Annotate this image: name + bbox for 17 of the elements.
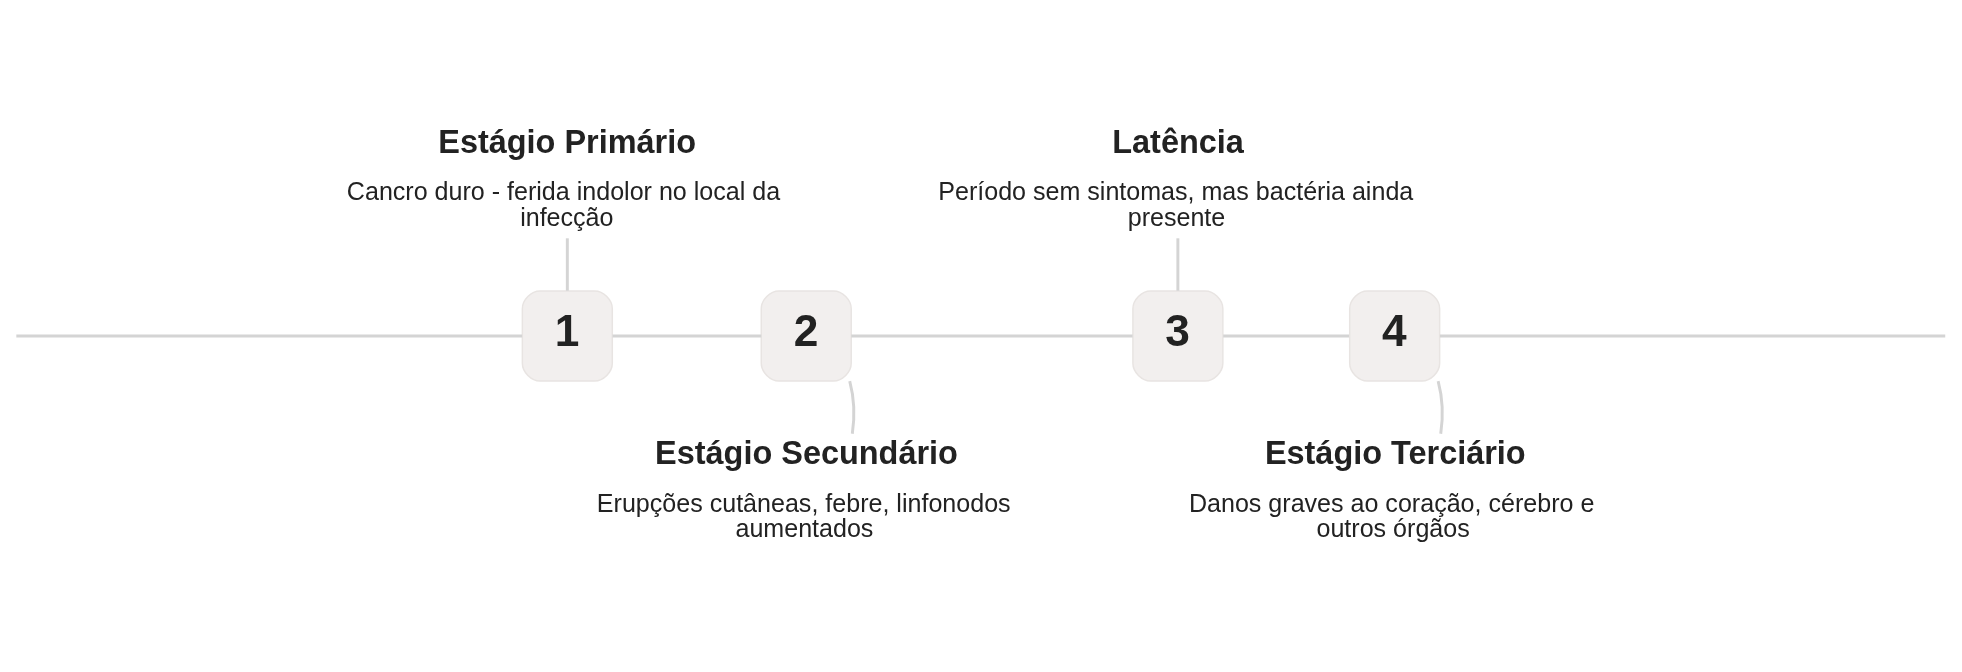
connector xyxy=(612,334,762,338)
connector xyxy=(565,238,569,291)
connector xyxy=(848,380,856,435)
node-text: Estágio Secundário Erupções cutâneas, febre, linfonodos aumentados xyxy=(596,435,1011,542)
node-box: 2 xyxy=(760,290,852,382)
connector xyxy=(1176,238,1180,291)
node-text: Latência Período sem sintomas, mas bactéria ainda presente xyxy=(938,124,1414,231)
connector xyxy=(1223,334,1350,338)
node-text: Estágio Terciário Danos graves ao coração, cérebro e outros órgãos xyxy=(1188,435,1595,542)
node-box: 3 xyxy=(1132,290,1224,382)
connector xyxy=(1439,334,1946,338)
node-box: 1 xyxy=(521,290,614,382)
connector xyxy=(851,334,1133,338)
node-box: 4 xyxy=(1348,290,1441,382)
node-text: Estágio Primário Cancro duro - ferida indolor no local da infecção xyxy=(346,124,781,231)
connector xyxy=(16,334,523,338)
connector xyxy=(1436,380,1444,434)
